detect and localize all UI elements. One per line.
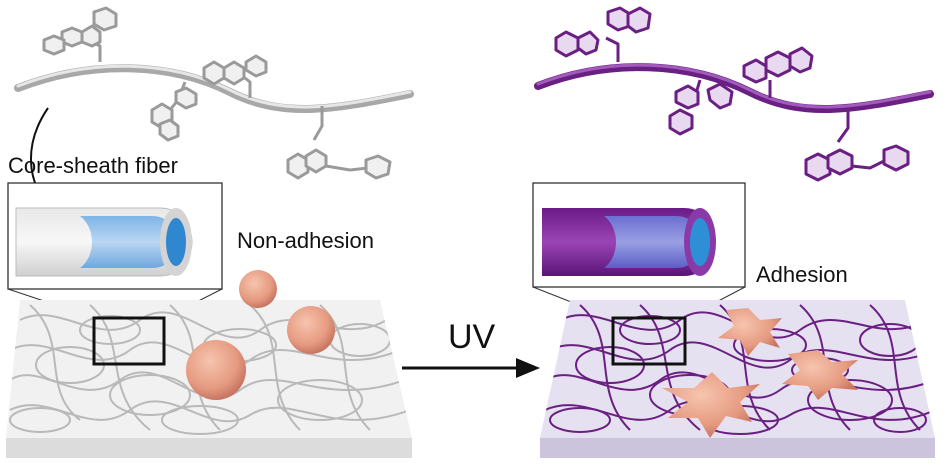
before-side-group-3 [202, 54, 268, 98]
after-polymer-backbone-highlight [536, 63, 932, 109]
adhesion-label: Adhesion [756, 262, 848, 287]
core-sheath-fiber-after [542, 208, 716, 276]
after-side-group-2 [668, 79, 734, 136]
cell-spread-3 [662, 372, 760, 438]
after-side-group-3 [742, 46, 814, 98]
core-sheath-fiber-before [15, 207, 193, 277]
zoom-frame-after [611, 316, 687, 366]
before-side-group-4 [286, 106, 392, 180]
cell-round-2 [287, 306, 335, 354]
uv-arrow [402, 358, 540, 378]
cell-round-3 [186, 340, 246, 400]
before-polymer-backbone-highlight [16, 64, 412, 109]
before-polymer-backbone [14, 64, 414, 113]
core-sheath-fiber-label: Core-sheath fiber [8, 153, 178, 178]
cell-spread-1 [718, 308, 782, 356]
zoom-frame-before [92, 316, 166, 366]
fiber-mat-after [540, 300, 935, 458]
before-side-group-1 [42, 6, 118, 62]
after-polymer-backbone [534, 63, 934, 113]
non-adhesion-label: Non-adhesion [237, 228, 374, 253]
after-side-group-4 [804, 108, 910, 182]
cell-round-1 [239, 270, 277, 308]
uv-label: UV [448, 318, 496, 356]
cell-spread-2 [782, 350, 858, 400]
after-side-group-1 [554, 6, 652, 62]
before-side-group-2 [150, 81, 198, 142]
